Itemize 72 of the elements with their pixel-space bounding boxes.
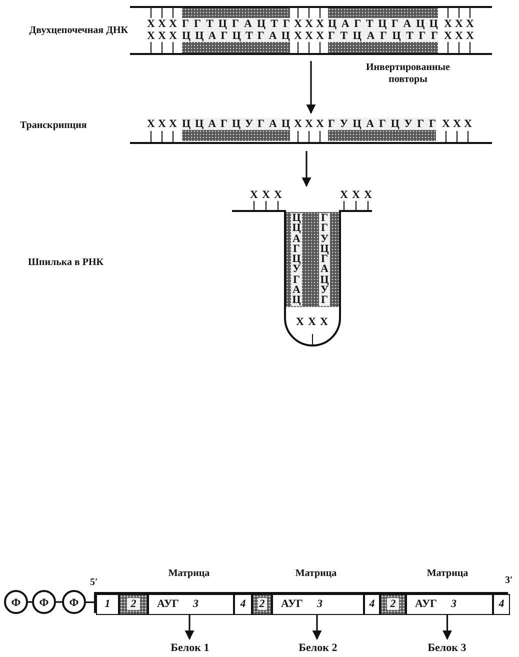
sequence-text: X X X [296, 316, 328, 328]
phosphate-symbol: Ф [38, 597, 50, 609]
phosphate-circle [32, 590, 56, 614]
sequence-text: X X X [294, 118, 324, 130]
region-label: Матрица [167, 568, 211, 580]
prime-label: 5′ [90, 577, 98, 589]
sequence-text: X X X [147, 18, 177, 30]
connector-line [28, 601, 32, 603]
spacer-segment [252, 594, 272, 615]
stage-label: Транскрипция [20, 120, 87, 132]
dna-duplex [130, 5, 492, 57]
region-label: Матрица [426, 568, 470, 580]
sequence-text: X X X [442, 118, 472, 130]
sequence-text: Ц А Г Т Ц Г А Ц Ц [328, 18, 438, 30]
arrow [302, 151, 312, 187]
prime-label: 3′ [505, 575, 513, 587]
segment-number: 4 [368, 598, 376, 610]
sequence-text: Ц Ц А Г Ц У Г А Ц [182, 118, 290, 130]
segment-number: 3 [193, 598, 198, 610]
segment-number: 2 [258, 598, 266, 610]
coding-segment [406, 594, 493, 615]
segment [234, 594, 252, 615]
segment-number: 3 [317, 598, 322, 610]
stage-label: Двухцепочечная ДНК [28, 25, 128, 37]
sequence-text: X X X [340, 189, 372, 201]
sequence-text: ЦЦАГЦУГАЦ [291, 213, 302, 306]
rna-transcript [130, 115, 492, 147]
protein-name: Белок 1 [170, 642, 210, 654]
sequence-text: X X X [250, 189, 282, 201]
segment-number: 4 [239, 598, 247, 610]
sequence-text: Г Т Ц А Г Ц Т Г Г [328, 30, 438, 42]
phosphate-circle [62, 590, 86, 614]
segment-number: 2 [126, 598, 140, 610]
segment [96, 594, 119, 615]
spacer-segment [380, 594, 406, 615]
phosphate-circle [4, 590, 28, 614]
sequence-text: X X X [147, 118, 177, 130]
region-label: Матрица [294, 568, 338, 580]
sequence-text: X X X [444, 30, 474, 42]
segment-number: 3 [451, 598, 456, 610]
sequence-text: X X X [294, 18, 324, 30]
mrna-bar [94, 592, 508, 613]
sequence-text: X X X [147, 30, 177, 42]
sequence-text: X X X [444, 18, 474, 30]
segment [364, 594, 380, 615]
sequence-text: X X X [294, 30, 324, 42]
connector-line [56, 601, 62, 603]
segment-number: 4 [498, 598, 506, 610]
codon-text: АУГ [415, 598, 438, 610]
codon-text: АУГ [157, 598, 180, 610]
spacer-segment [119, 594, 148, 615]
protein-name: Белок 2 [298, 642, 338, 654]
phosphate-symbol: Ф [10, 597, 22, 609]
phosphate-symbol: Ф [68, 597, 80, 609]
sequence-text: ГГУЦГАЦУГ [319, 213, 330, 306]
protein-name: Белок 3 [426, 642, 468, 654]
stage-label: Инвертированные повторы [365, 62, 451, 86]
arrow [184, 615, 194, 640]
segment [493, 594, 510, 615]
sequence-text: Г Г Т Ц Г А Ц Т Г [182, 18, 290, 30]
sequence-text: Г У Ц А Г Ц У Г Г [328, 118, 436, 130]
coding-segment [272, 594, 364, 615]
segment-number: 2 [387, 598, 399, 610]
codon-text: АУГ [281, 598, 304, 610]
arrow [312, 615, 322, 640]
connector-line [86, 601, 94, 604]
sequence-text: Ц Ц А Г Ц Т Г А Ц [182, 30, 290, 42]
stage-label: Шпилька в РНК [28, 257, 104, 269]
arrow [442, 615, 452, 640]
segment-number: 1 [104, 598, 112, 610]
arrow [306, 61, 316, 114]
coding-segment [148, 594, 234, 615]
